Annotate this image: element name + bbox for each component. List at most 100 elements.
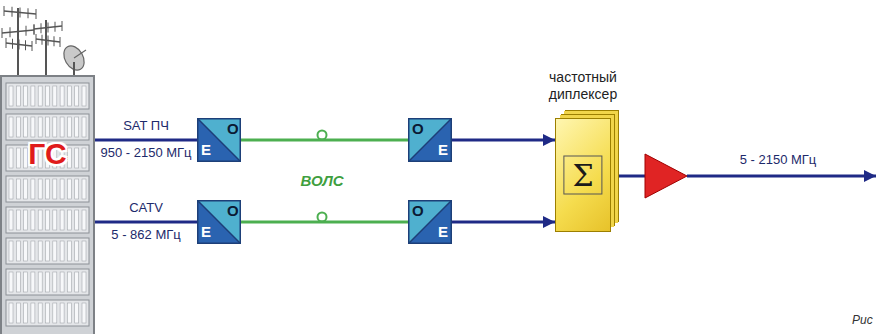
module-slot [67,241,71,261]
electrical-half [197,200,241,244]
module-slot [67,210,71,230]
antenna-element [12,7,13,17]
module-slot [24,303,28,323]
signal-wire [95,139,197,142]
module-slot [24,210,28,230]
module-slot [38,210,42,230]
module-slot [16,210,20,230]
module-slot [16,86,20,106]
module-slot [60,86,64,106]
signal-wire [452,139,555,142]
signal-wire [95,221,197,224]
antenna-element [10,27,11,37]
module-slot [53,241,57,261]
module-slot [53,117,57,137]
frequency-range: 950 - 2150 МГц [100,146,191,161]
antenna-element [34,24,35,34]
module-slot [9,210,13,230]
antenna-element [36,9,37,19]
antenna-element [48,23,49,33]
module-slot [75,272,79,292]
diplexer-box: Σчастотный диплексер [555,118,611,232]
amplifier-symbol [645,154,687,198]
antenna-element [60,37,61,47]
module-slot [60,117,64,137]
antenna-element [6,38,7,48]
module-slot [60,179,64,199]
rack-module [6,114,89,140]
antenna-element [26,26,27,36]
converter-letter: E [438,224,448,239]
module-slot [9,272,13,292]
antenna-element [36,34,37,44]
module-slot [60,241,64,261]
antenna-element [12,39,13,49]
dish-mount [73,62,75,76]
module-slot [31,272,35,292]
module-slot [46,210,50,230]
rack-module [6,269,89,295]
output-arrow [687,175,876,178]
module-slot [60,272,64,292]
node-heading: частотный диплексер [535,69,631,103]
module-slot [16,117,20,137]
signal-name: CATV [129,201,163,216]
module-slot [46,241,50,261]
module-slot [60,303,64,323]
rack-module [6,207,89,233]
module-slot [75,303,79,323]
fiber-loop [318,213,327,222]
module-slot [75,148,79,168]
head-station-rack: ГС [0,75,95,334]
module-slot [9,303,13,323]
antenna-mast [17,8,19,76]
electrical-half [408,200,452,244]
module-slot [82,86,86,106]
rack-drawing [0,75,95,334]
module-slot [46,303,50,323]
signal-name: SAT ПЧ [123,119,169,134]
module-slot [82,272,86,292]
module-slot [9,148,13,168]
sum-symbol: Σ [563,156,602,195]
module-slot [53,86,57,106]
module-slot [24,117,28,137]
converter-letter: E [438,142,448,157]
fiber-link-label: ВОЛС [300,172,343,189]
optical-half [197,118,241,162]
converter-letter: O [227,203,239,218]
module-slot [67,179,71,199]
antenna-element [34,25,35,35]
rack-module [6,300,89,326]
module-slot [46,272,50,292]
module-slot [82,117,86,137]
module-slot [31,303,35,323]
signal-wire [612,175,645,178]
module-slot [46,179,50,199]
converter-letter: O [412,203,424,218]
module-slot [67,117,71,137]
module-slot [53,272,57,292]
optical-half [408,200,452,244]
signal-wire [452,221,555,224]
module-slot [75,117,79,137]
antenna-element [41,23,42,33]
figure-label: Рис [852,314,873,328]
module-slot [31,117,35,137]
antenna-element [18,27,19,37]
converter-letter: E [201,224,211,239]
module-slot [24,148,28,168]
module-slot [75,210,79,230]
antenna-element [54,36,55,46]
converter-letter: O [227,121,239,136]
converter-box: EO [197,118,241,162]
antenna-element [28,8,29,18]
module-slot [24,86,28,106]
antenna-element [42,35,43,45]
module-slot [38,86,42,106]
module-slot [75,86,79,106]
module-slot [53,179,57,199]
module-slot [16,179,20,199]
converter-box: OE [408,200,452,244]
